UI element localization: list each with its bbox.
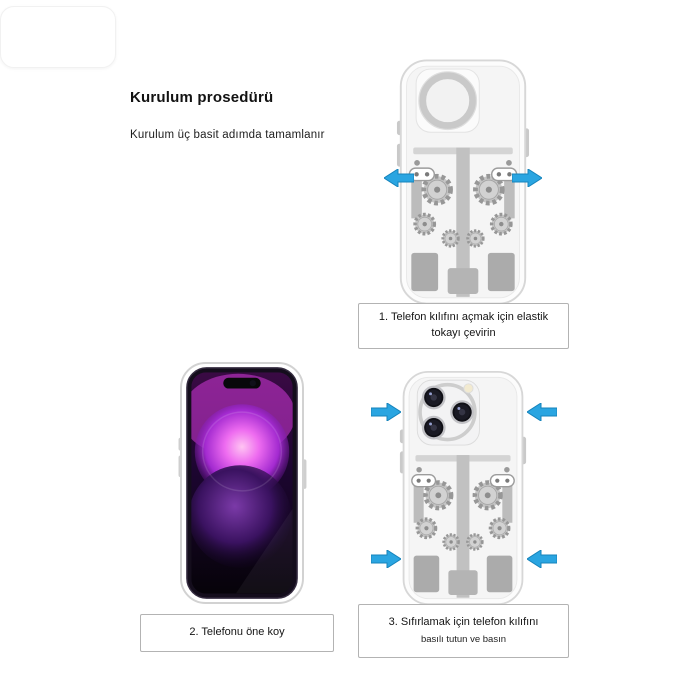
phone-front-icon xyxy=(178,361,307,605)
watermark-blob xyxy=(0,6,116,68)
arrow-right-icon xyxy=(371,403,401,421)
arrow-right-icon xyxy=(512,169,542,187)
step-3-caption: 3. Sıfırlamak için telefon kılıfını bası… xyxy=(358,604,569,658)
step-2-caption-line1: 2. Telefonu öne koy xyxy=(189,626,285,639)
arrow-right-icon xyxy=(371,550,401,568)
step-3-caption-line1: 3. Sıfırlamak için telefon kılıfını xyxy=(388,616,539,629)
arrow-left-icon xyxy=(527,550,557,568)
step-2-caption: 2. Telefonu öne koy xyxy=(140,614,334,652)
step-1-caption: 1. Telefon kılıfını açmak için elastik t… xyxy=(358,303,569,349)
page-title: Kurulum prosedürü xyxy=(130,89,274,106)
page-subtitle: Kurulum üç basit adımda tamamlanır xyxy=(130,129,325,141)
phone-case-back-pressed-icon xyxy=(399,370,527,606)
arrow-left-icon xyxy=(527,403,557,421)
arrow-left-icon xyxy=(384,169,414,187)
step-1-caption-line1: 1. Telefon kılıfını açmak için elastik xyxy=(378,311,549,324)
step-1-caption-line2: tokayı çevirin xyxy=(431,327,496,339)
phone-case-back-open-icon xyxy=(396,59,530,305)
step-3-caption-line2: basılı tutun ve basın xyxy=(420,634,507,646)
